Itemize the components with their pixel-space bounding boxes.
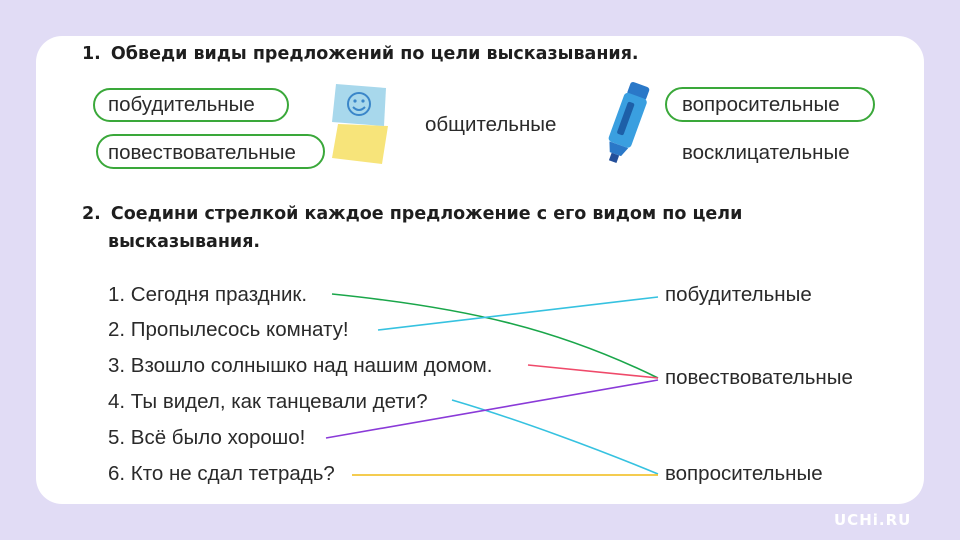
sentence-4[interactable]: 4. Ты видел, как танцевали дети? bbox=[108, 390, 428, 413]
task1-title: Обведи виды предложений по цели высказыв… bbox=[110, 44, 639, 64]
word-povestvovatelnye[interactable]: повествовательные bbox=[108, 141, 296, 164]
type-povestvovatelnye[interactable]: повествовательные bbox=[665, 366, 853, 389]
sentence-1[interactable]: 1. Сегодня праздник. bbox=[108, 283, 308, 306]
word-vosklitsatelnye[interactable]: восклицательные bbox=[682, 141, 850, 164]
task2-title-line1: Соедини стрелкой каждое предложение с ег… bbox=[110, 204, 743, 224]
sentence-5[interactable]: 5. Всё было хорошо! bbox=[108, 426, 306, 449]
task2-heading: 2. Соедини стрелкой каждое предложение с… bbox=[82, 200, 742, 228]
task2-title-line2: высказывания. bbox=[108, 232, 261, 252]
task1-number: 1. bbox=[82, 44, 101, 64]
word-voprositelnye[interactable]: вопросительные bbox=[682, 93, 840, 116]
circle-pobuditelnye bbox=[93, 88, 289, 122]
type-voprositelnye[interactable]: вопросительные bbox=[665, 462, 823, 485]
sentence-2[interactable]: 2. Пропылесось комнату! bbox=[108, 318, 349, 341]
sentence-3[interactable]: 3. Взошло солнышко над нашим домом. bbox=[108, 354, 493, 377]
smiley-sticky-note-icon bbox=[332, 84, 388, 164]
word-pobuditelnye[interactable]: побудительные bbox=[108, 93, 255, 116]
uchi-ru-logo: UCHi.RU bbox=[834, 511, 912, 529]
marker-icon bbox=[608, 82, 650, 164]
task2-number: 2. bbox=[82, 204, 101, 224]
circle-povestvovatelnye bbox=[96, 134, 325, 169]
circle-voprositelnye bbox=[665, 87, 875, 122]
type-pobuditelnye[interactable]: побудительные bbox=[665, 283, 812, 306]
task1-heading: 1. Обведи виды предложений по цели выска… bbox=[82, 40, 639, 68]
word-obshchitelnye[interactable]: общительные bbox=[425, 113, 557, 136]
sentence-6[interactable]: 6. Кто не сдал тетрадь? bbox=[108, 462, 335, 485]
